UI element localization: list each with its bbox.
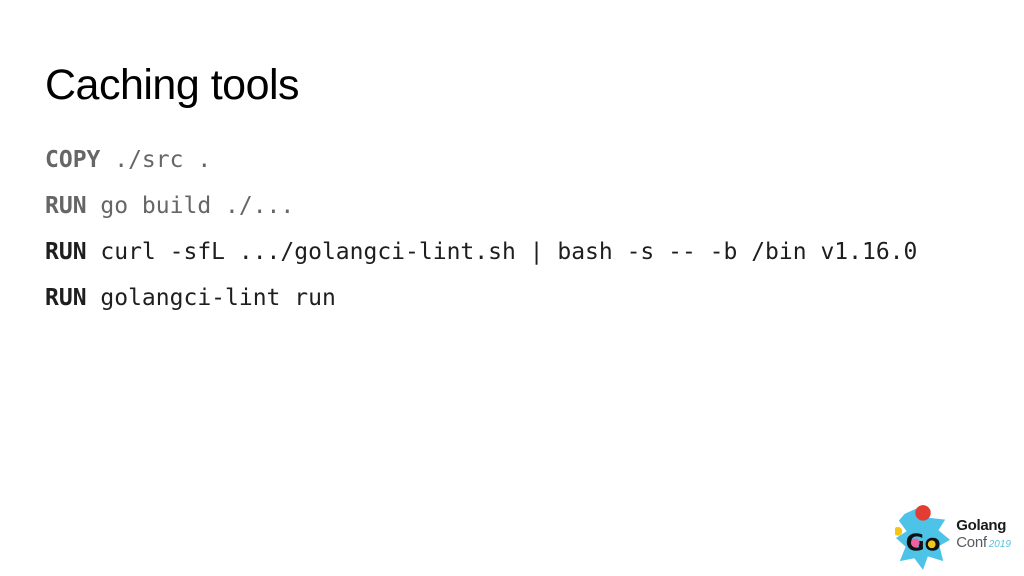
code-keyword: RUN bbox=[45, 239, 87, 265]
slide-title: Caching tools bbox=[45, 61, 300, 109]
logo-blue-shape bbox=[896, 508, 951, 570]
logo-yellow-left-dot bbox=[895, 526, 903, 536]
code-text: go build ./... bbox=[86, 193, 295, 219]
logo-conf-text: Conf bbox=[956, 533, 987, 551]
code-text: golangci-lint run bbox=[86, 285, 336, 311]
code-line: RUN golangci-lint run bbox=[45, 275, 917, 321]
code-line: RUN curl -sfL .../golangci-lint.sh | bas… bbox=[45, 229, 917, 275]
code-line: COPY ./src . bbox=[45, 137, 917, 183]
code-keyword: RUN bbox=[45, 193, 87, 219]
logo-pink-counter bbox=[911, 538, 920, 548]
logo-year-text: 2019 bbox=[988, 538, 1011, 550]
logo-yellow-counter bbox=[928, 540, 936, 549]
code-line: RUN go build ./... bbox=[45, 183, 917, 229]
code-block: COPY ./src . RUN go build ./... RUN curl… bbox=[45, 137, 917, 321]
golangconf-logo-icon: Go bbox=[895, 505, 951, 570]
logo-red-dot bbox=[915, 505, 931, 521]
code-text: ./src . bbox=[100, 147, 212, 173]
code-text: curl -sfL .../golangci-lint.sh | bash -s… bbox=[86, 239, 918, 265]
code-keyword: COPY bbox=[45, 147, 101, 173]
logo-brand-text: Golang bbox=[956, 516, 1007, 534]
code-keyword: RUN bbox=[45, 285, 87, 311]
